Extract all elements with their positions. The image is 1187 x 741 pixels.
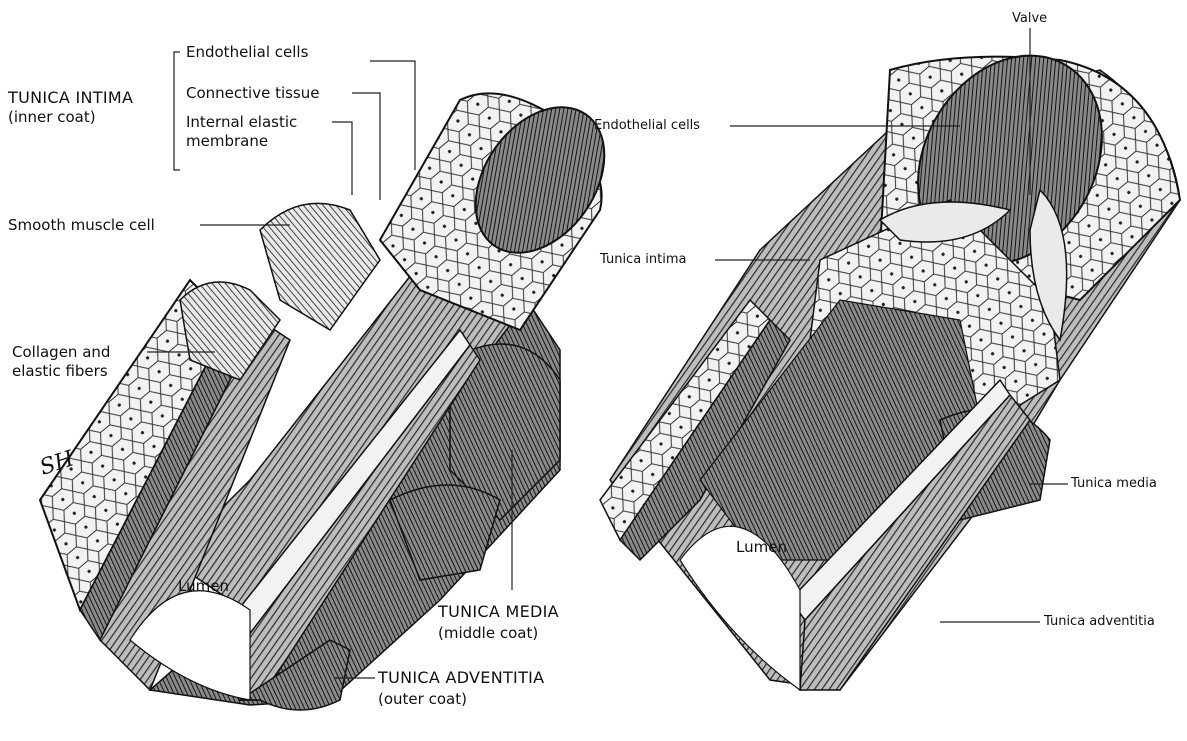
endothelial-cells-label: Endothelial cells [186, 43, 308, 61]
vein-tunica-intima-label: Tunica intima [600, 251, 687, 269]
tunica-intima-sub-label: (inner coat) [8, 108, 96, 126]
vein-tunica-media-label: Tunica media [1071, 475, 1157, 493]
collagen-label-2: elastic fibers [12, 362, 108, 380]
collagen-label-1: Collagen and [12, 343, 110, 361]
tunica-adventitia-label: TUNICA ADVENTITIA [378, 669, 544, 687]
tunica-media-label: TUNICA MEDIA [438, 603, 559, 621]
internal-elastic-label-2: membrane [186, 132, 268, 150]
vein-tunica-adventitia-label: Tunica adventitia [1044, 613, 1155, 631]
internal-elastic-label-1: Internal elastic [186, 113, 297, 131]
vein-lumen-label: Lumen [736, 538, 787, 556]
connective-tissue-label: Connective tissue [186, 84, 319, 102]
tunica-adventitia-sub-label: (outer coat) [378, 690, 467, 708]
smooth-muscle-label: Smooth muscle cell [8, 216, 155, 234]
vein-endothelial-cells-label: Endothelial cells [594, 117, 700, 135]
artery-lumen-label: Lumen [178, 577, 229, 595]
tunica-intima-label: TUNICA INTIMA [8, 89, 133, 107]
tunica-media-sub-label: (middle coat) [438, 624, 538, 642]
valve-label: Valve [1012, 10, 1047, 28]
